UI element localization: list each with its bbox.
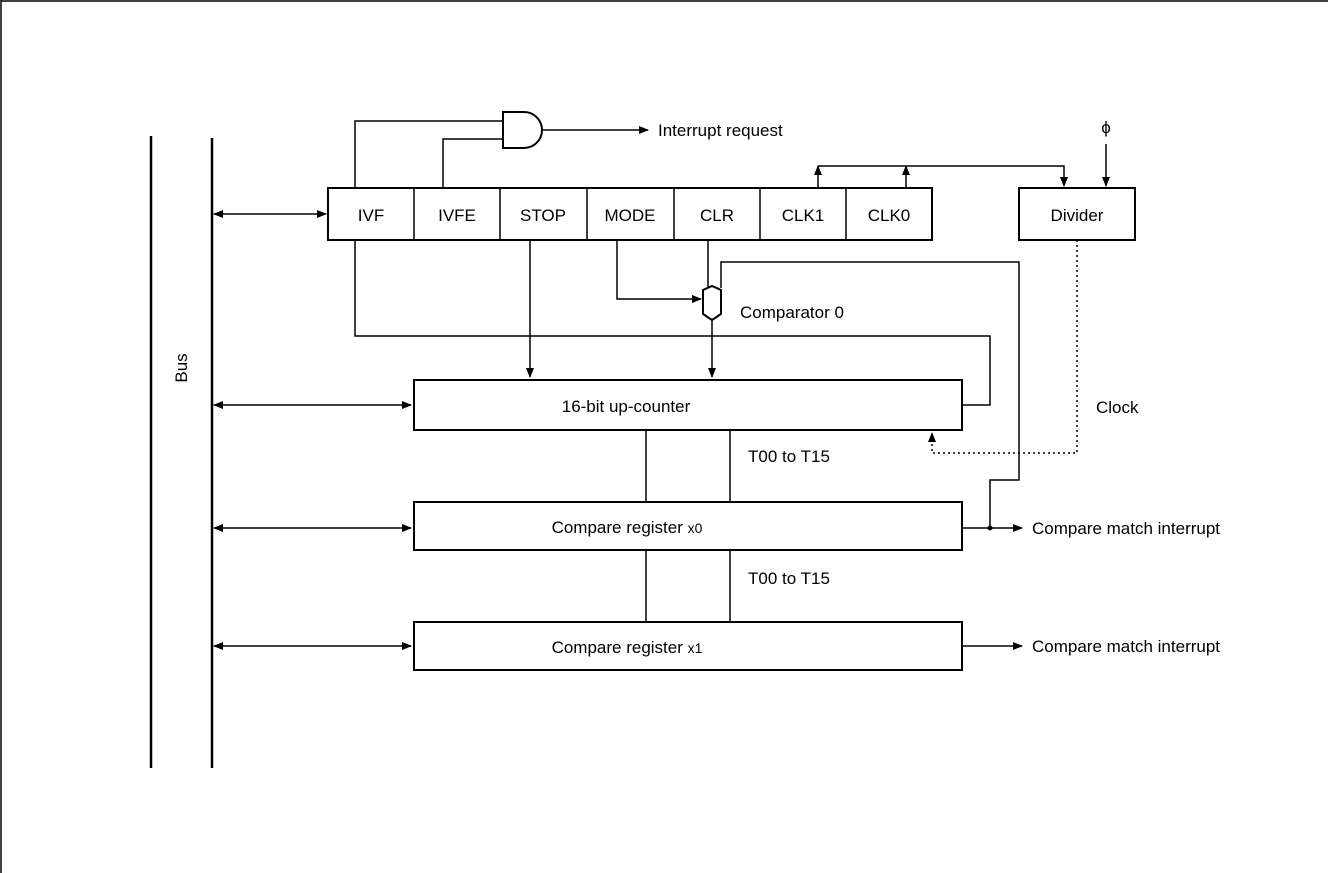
comparator-label: Comparator 0 [740, 303, 844, 322]
ivfe-to-and [442, 138, 503, 188]
bit-clk0: CLK0 [868, 206, 911, 225]
comparator-symbol [702, 284, 722, 322]
bit-mode: MODE [605, 206, 656, 225]
bit-ivfe: IVFE [438, 206, 476, 225]
bit-clr: CLR [700, 206, 734, 225]
bus-label: Bus [172, 353, 191, 382]
clk-to-divider [818, 165, 1068, 187]
compare-register-0-label: Compare register x0 [552, 518, 703, 537]
junction-dot [987, 525, 993, 531]
control-register: IVF IVFE STOP MODE CLR CLK1 CLK0 [327, 187, 933, 241]
compare-register-1-box [413, 621, 963, 671]
counter-overflow-to-ivf [354, 240, 991, 406]
compare0-feedback [720, 261, 1020, 528]
clock-line [928, 240, 1078, 454]
bit-stop: STOP [520, 206, 566, 225]
counter-box [413, 379, 963, 431]
internal-bus-label-0: T00 to T15 [748, 447, 830, 466]
compare-register-1-label: Compare register x1 [552, 638, 703, 657]
divider-label: Divider [1051, 206, 1104, 225]
interrupt-request-label: Interrupt request [658, 121, 783, 140]
compare-register-0-box [413, 501, 963, 551]
compare-match-1-label: Compare match interrupt [1032, 637, 1220, 656]
internal-bus-label-1: T00 to T15 [748, 569, 830, 588]
bit-clk1: CLK1 [782, 206, 825, 225]
divider-box [1018, 187, 1136, 241]
ivf-to-and [354, 120, 503, 188]
bit-ivf: IVF [358, 206, 384, 225]
and-gate [502, 111, 543, 149]
mode-to-comparator [616, 240, 702, 303]
clock-label: Clock [1096, 398, 1139, 417]
compare-match-0-label: Compare match interrupt [1032, 519, 1220, 538]
phi-label: ϕ [1101, 118, 1111, 137]
counter-label: 16-bit up-counter [562, 397, 691, 416]
